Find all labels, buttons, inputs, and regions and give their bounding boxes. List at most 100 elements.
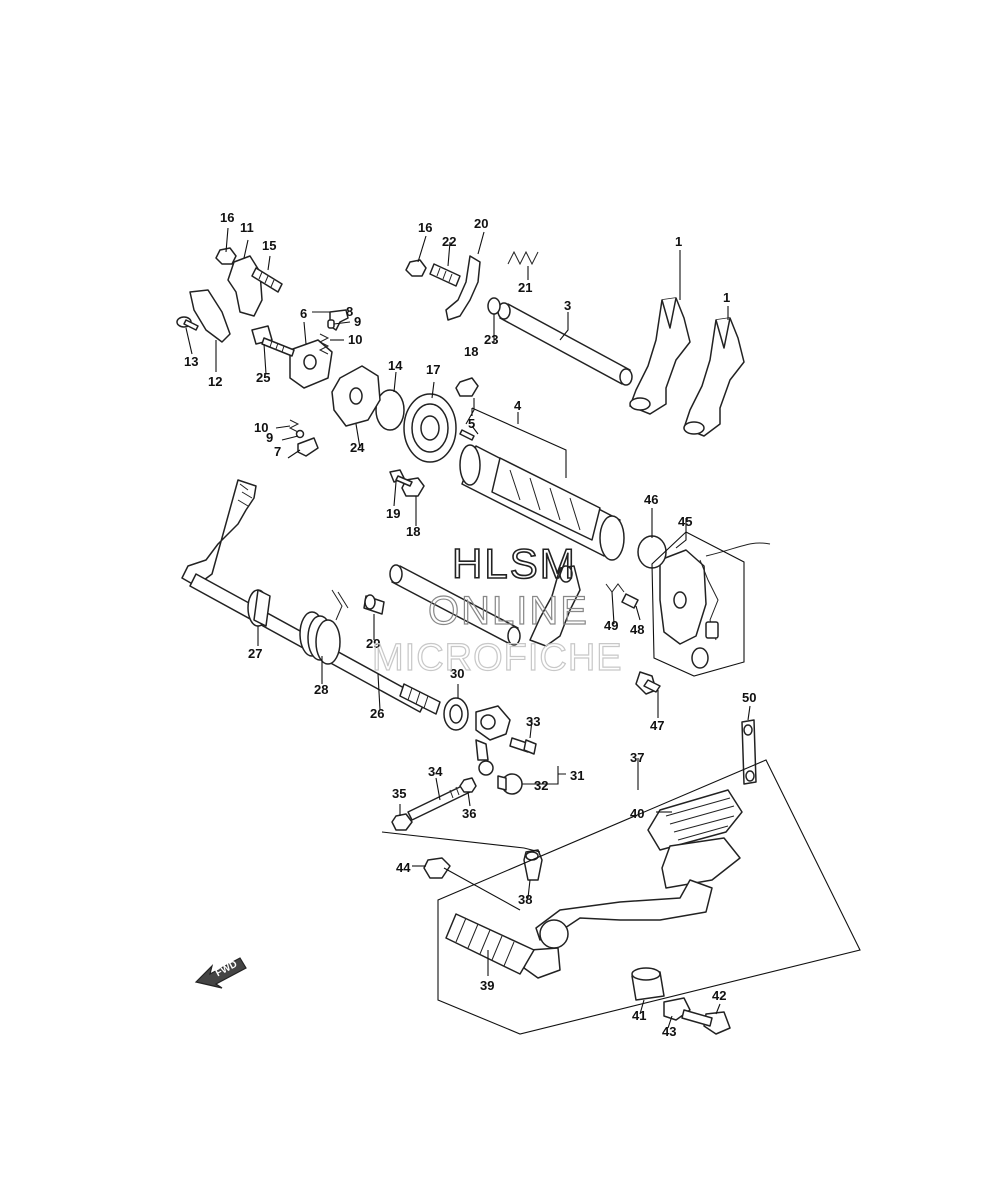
stud-15 — [251, 267, 283, 293]
oil-seal — [443, 697, 469, 731]
callout-39: 39 — [480, 978, 494, 993]
shift-fork-upper — [629, 297, 691, 415]
callout-48: 48 — [630, 622, 644, 637]
frame-sensor-group — [651, 531, 745, 677]
shift-fork-lower-center — [529, 565, 581, 647]
screw-13 — [176, 316, 199, 331]
collar-41 — [631, 967, 665, 1001]
callout-6: 6 — [300, 306, 307, 321]
callout-47: 47 — [650, 718, 664, 733]
washer-23 — [487, 297, 501, 315]
rod-end-32 — [497, 773, 523, 795]
link-50 — [741, 719, 757, 785]
callout-1a: 1 — [675, 234, 682, 249]
callout-46: 46 — [644, 492, 658, 507]
callout-15: 15 — [262, 238, 276, 253]
pin-38 — [523, 849, 543, 881]
shaft-splines-26 — [399, 683, 441, 715]
callout-18b: 18 — [406, 524, 420, 539]
callout-32: 32 — [534, 778, 548, 793]
callout-17: 17 — [426, 362, 440, 377]
fork-shaft-lower — [389, 564, 521, 646]
callout-12: 12 — [208, 374, 222, 389]
cam-stopper — [289, 339, 333, 389]
callout-23: 23 — [484, 332, 498, 347]
callout-29: 29 — [366, 636, 380, 651]
callout-36: 36 — [462, 806, 476, 821]
watermark-line1: HLSM — [452, 540, 577, 587]
callout-42: 42 — [712, 988, 726, 1003]
nut-36 — [459, 777, 477, 793]
pin-9-upper — [327, 319, 335, 329]
callout-19: 19 — [386, 506, 400, 521]
stud-22 — [429, 263, 461, 287]
callout-49: 49 — [604, 618, 618, 633]
callout-50: 50 — [742, 690, 756, 705]
bolt-42 — [681, 1009, 731, 1035]
joint-31 — [475, 705, 511, 776]
fwd-arrow-icon: FWD — [194, 957, 247, 989]
stud-29 — [363, 594, 385, 615]
nut-16-left — [215, 247, 237, 265]
spring-21 — [507, 250, 539, 266]
callout-16b: 16 — [418, 220, 432, 235]
callout-41: 41 — [632, 1008, 646, 1023]
stopper-arm — [189, 289, 231, 343]
rod-34 — [407, 783, 471, 821]
callout-34: 34 — [428, 764, 443, 779]
spring-10-lower — [288, 419, 300, 433]
callout-43: 43 — [662, 1024, 676, 1039]
frame-pedal-group — [437, 759, 861, 1035]
washer-18-upper — [455, 377, 479, 397]
callout-8: 8 — [346, 304, 353, 319]
callout-27: 27 — [248, 646, 262, 661]
callout-44: 44 — [396, 860, 411, 875]
callout-45: 45 — [678, 514, 692, 529]
callout-24: 24 — [350, 440, 365, 455]
footpeg-rubber-39 — [445, 913, 535, 975]
callout-7: 7 — [274, 444, 281, 459]
o-ring-46 — [637, 535, 667, 569]
callout-35: 35 — [392, 786, 406, 801]
callout-16a: 16 — [220, 210, 234, 225]
callout-20: 20 — [474, 216, 488, 231]
bearing — [403, 393, 457, 463]
spring-10-upper — [318, 333, 330, 355]
callout-30: 30 — [450, 666, 464, 681]
callout-38: 38 — [518, 892, 532, 907]
stopper-plate — [227, 255, 263, 317]
callout-labels: 1 1 3 4 5 6 7 8 9 9 10 10 11 12 13 14 15… — [184, 210, 756, 1039]
nut-44 — [423, 857, 451, 879]
gearshift-cam-drum — [459, 444, 625, 561]
callout-5: 5 — [468, 416, 475, 431]
callout-10b: 10 — [254, 420, 268, 435]
pin-5 — [459, 429, 475, 441]
callout-11: 11 — [240, 220, 254, 235]
callout-25: 25 — [256, 370, 270, 385]
cam-plate — [331, 365, 381, 427]
gear-position-sensor — [659, 542, 771, 669]
callout-33: 33 — [526, 714, 540, 729]
callout-26: 26 — [370, 706, 384, 721]
callout-22: 22 — [442, 234, 456, 249]
o-ring-14 — [375, 389, 405, 431]
bolt-25 — [251, 325, 295, 357]
callout-28: 28 — [314, 682, 328, 697]
bolt-19 — [389, 469, 413, 487]
callout-4: 4 — [514, 398, 522, 413]
callout-13: 13 — [184, 354, 198, 369]
pedal-assembly — [523, 789, 743, 979]
callout-1b: 1 — [723, 290, 730, 305]
callout-31: 31 — [570, 768, 584, 783]
nut-35 — [391, 813, 413, 831]
pawl-7 — [297, 437, 319, 457]
leader-lines — [185, 227, 751, 1029]
nut-16-right — [405, 259, 427, 277]
bolt-33 — [509, 737, 537, 755]
callout-40: 40 — [630, 806, 644, 821]
watermark: HLSM ONLINE MICROFICHE — [371, 539, 622, 679]
callout-14: 14 — [388, 358, 403, 373]
bolt-47 — [635, 671, 661, 695]
shift-fork-lower — [683, 317, 745, 437]
callout-9b: 9 — [266, 430, 273, 445]
